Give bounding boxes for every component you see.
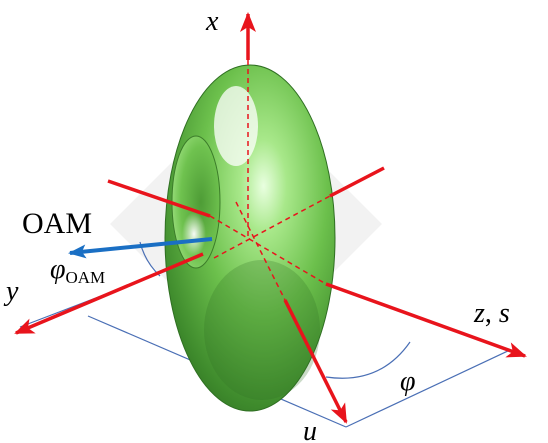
torus-shadow	[204, 260, 320, 400]
oam-label: OAM	[22, 207, 92, 240]
diag-axis-upper-left	[107, 179, 211, 218]
y-axis	[14, 252, 204, 335]
z-s-axis-label: z, s	[473, 298, 510, 329]
angle-arc-phi	[325, 341, 411, 379]
torus-hole-shine	[182, 212, 206, 256]
u-axis	[283, 299, 348, 424]
u-axis-dashed	[235, 201, 286, 301]
guide-u-to-z	[345, 349, 511, 428]
phi-oam-subscript: OAM	[66, 268, 106, 287]
center-dashed-lines	[209, 60, 331, 301]
torus-rim-highlight	[214, 86, 258, 166]
diag-dashed-2	[213, 195, 331, 259]
diag-dashed-1	[209, 215, 327, 285]
y-axis-label: y	[3, 276, 19, 307]
z-label: z	[473, 298, 485, 329]
z-s-separator: ,	[485, 298, 499, 329]
phi-label: φ	[400, 366, 416, 397]
u-axis-label: u	[303, 416, 317, 443]
oam-arrow	[68, 237, 213, 259]
diag-axis-upper-right	[329, 166, 385, 198]
red-axes	[14, 12, 527, 424]
torus-shape	[164, 64, 336, 412]
phi-oam-label: φOAM	[50, 254, 105, 287]
phi-oam-symbol: φ	[50, 254, 66, 285]
x-axis-label: x	[205, 6, 219, 37]
z-s-axis	[325, 282, 527, 358]
s-label: s	[499, 298, 510, 329]
